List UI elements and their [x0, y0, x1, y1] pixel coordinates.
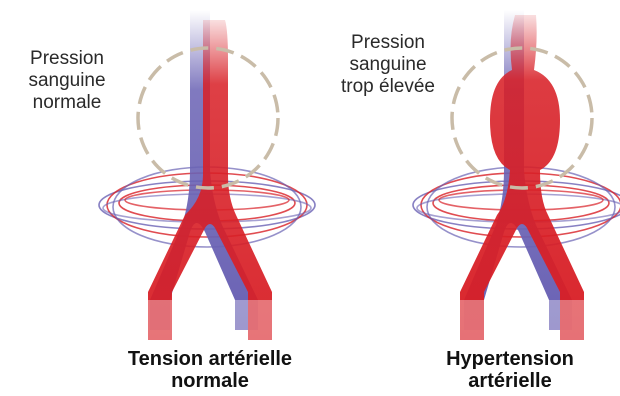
- hypertension-caption: Hypertension artérielle: [410, 348, 610, 392]
- normal-caption-line-2: normale: [80, 370, 340, 392]
- normal-pressure-line-1: Pression: [2, 48, 132, 70]
- normal-caption: Tension artérielle normale: [80, 348, 340, 392]
- high-pressure-line-1: Pression: [318, 32, 458, 54]
- hypertension-caption-line-1: Hypertension: [410, 348, 610, 370]
- high-pressure-line-3: trop élevée: [318, 76, 458, 98]
- high-pressure-line-2: sanguine: [318, 54, 458, 76]
- high-pressure-label: Pression sanguine trop élevée: [318, 32, 458, 98]
- normal-pressure-label: Pression sanguine normale: [2, 48, 132, 114]
- normal-caption-line-1: Tension artérielle: [80, 348, 340, 370]
- normal-pressure-line-2: sanguine: [2, 70, 132, 92]
- hypertension-caption-line-2: artérielle: [410, 370, 610, 392]
- normal-pressure-line-3: normale: [2, 92, 132, 114]
